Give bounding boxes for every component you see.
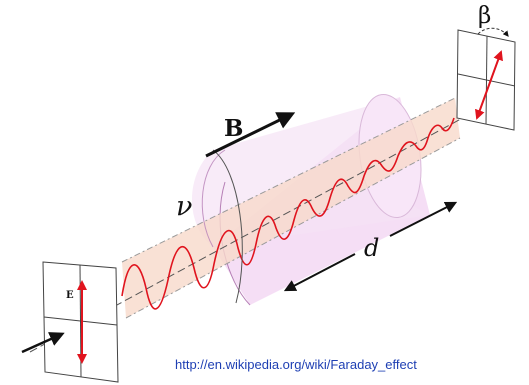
exit-polarizer (457, 28, 515, 130)
rotation-angle-label: β (478, 5, 491, 28)
electric-field-label: E (66, 291, 74, 301)
frequency-label: ν (176, 193, 192, 220)
magnetic-field-label: B (224, 117, 243, 140)
length-label: d (364, 236, 379, 260)
source-link[interactable]: http://en.wikipedia.org/wiki/Faraday_eff… (175, 357, 417, 372)
entrance-polarizer (43, 262, 118, 382)
